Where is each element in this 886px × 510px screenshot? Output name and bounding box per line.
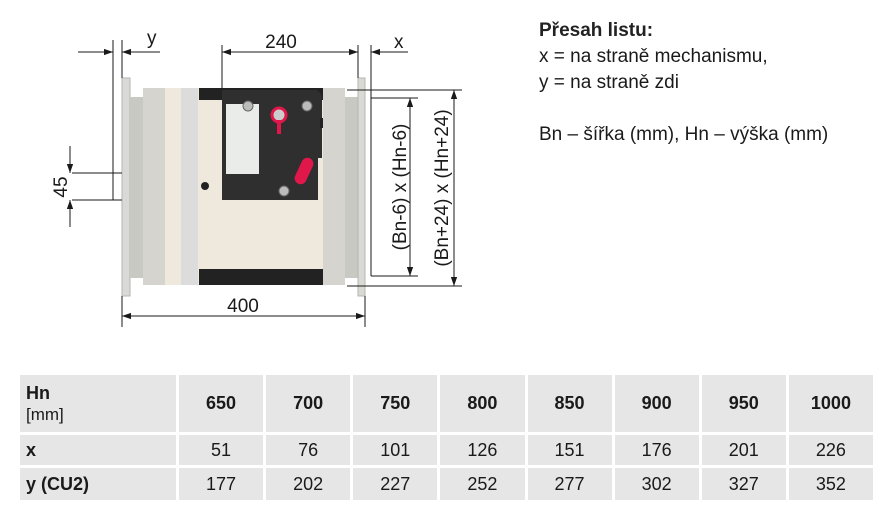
table-cell: 176 bbox=[614, 435, 699, 465]
header-hn-cell: Hn [mm] bbox=[20, 375, 176, 432]
left-frame bbox=[143, 88, 165, 285]
table-cell: 177 bbox=[179, 468, 264, 500]
galvanized-strip bbox=[181, 88, 198, 285]
right-flange bbox=[357, 77, 366, 297]
notes-block: Přesah listu: x = na straně mechanismu, … bbox=[539, 18, 828, 148]
dim-400-label: 400 bbox=[227, 296, 259, 317]
table-cell: 302 bbox=[614, 468, 699, 500]
damper-dimension-drawing: y x 240 400 45 (Bn-6) x (Hn-6) (Bn+24) x… bbox=[51, 28, 462, 327]
header-hn-label: Hn bbox=[26, 382, 50, 403]
mechanism-label-plate bbox=[226, 104, 259, 174]
header-cell: 750 bbox=[353, 375, 438, 432]
header-cell: 650 bbox=[179, 375, 264, 432]
dim-outer-label: (Bn+24) x (Hn+24) bbox=[432, 109, 453, 266]
bottom-seal-bar bbox=[199, 269, 323, 285]
table-cell: 202 bbox=[266, 468, 351, 500]
left-inner-strip bbox=[130, 97, 143, 278]
mechanism-screw bbox=[242, 100, 254, 112]
table-cell: 126 bbox=[440, 435, 525, 465]
header-cell: 850 bbox=[527, 375, 612, 432]
table-cell: 277 bbox=[527, 468, 612, 500]
dim-y-label: y bbox=[147, 28, 157, 49]
table-cell: 226 bbox=[788, 435, 873, 465]
red-lever bbox=[294, 157, 314, 185]
notes-x-definition: x = na straně mechanismu, bbox=[539, 46, 768, 67]
table-cell: 51 bbox=[179, 435, 264, 465]
left-flange bbox=[121, 77, 131, 297]
right-inner-strip bbox=[345, 97, 358, 278]
row-label: y (CU2) bbox=[20, 468, 176, 500]
panel-knob bbox=[201, 182, 209, 190]
table-cell: 76 bbox=[266, 435, 351, 465]
table-cell: 151 bbox=[527, 435, 612, 465]
right-frame bbox=[323, 88, 345, 285]
header-cell: 800 bbox=[440, 375, 525, 432]
notes-y-definition: y = na straně zdi bbox=[539, 72, 679, 93]
red-indicator-stem bbox=[277, 120, 281, 134]
table-cell: 101 bbox=[353, 435, 438, 465]
row-label: x bbox=[20, 435, 176, 465]
header-cell: 1000 bbox=[788, 375, 873, 432]
header-cell: 700 bbox=[266, 375, 351, 432]
mechanism-screw bbox=[301, 100, 313, 112]
dim-inner-label: (Bn-6) x (Hn-6) bbox=[390, 124, 411, 251]
mechanism-screw bbox=[278, 185, 290, 197]
table-cell: 252 bbox=[440, 468, 525, 500]
table-cell: 201 bbox=[701, 435, 786, 465]
header-cell: 900 bbox=[614, 375, 699, 432]
table-cell: 352 bbox=[788, 468, 873, 500]
notes-legend: Bn – šířka (mm), Hn – výška (mm) bbox=[539, 124, 829, 145]
header-hn-unit: [mm] bbox=[26, 404, 64, 424]
red-indicator-ring bbox=[270, 106, 288, 124]
notes-title: Přesah listu: bbox=[539, 20, 654, 41]
table-cell: 327 bbox=[701, 468, 786, 500]
dim-240-label: 240 bbox=[265, 32, 297, 53]
header-cell: 950 bbox=[701, 375, 786, 432]
dim-45-label: 45 bbox=[51, 176, 72, 197]
dim-x-label: x bbox=[394, 32, 404, 53]
damper-illustration bbox=[121, 77, 366, 297]
dimension-lines bbox=[66, 40, 462, 327]
table-cell: 227 bbox=[353, 468, 438, 500]
